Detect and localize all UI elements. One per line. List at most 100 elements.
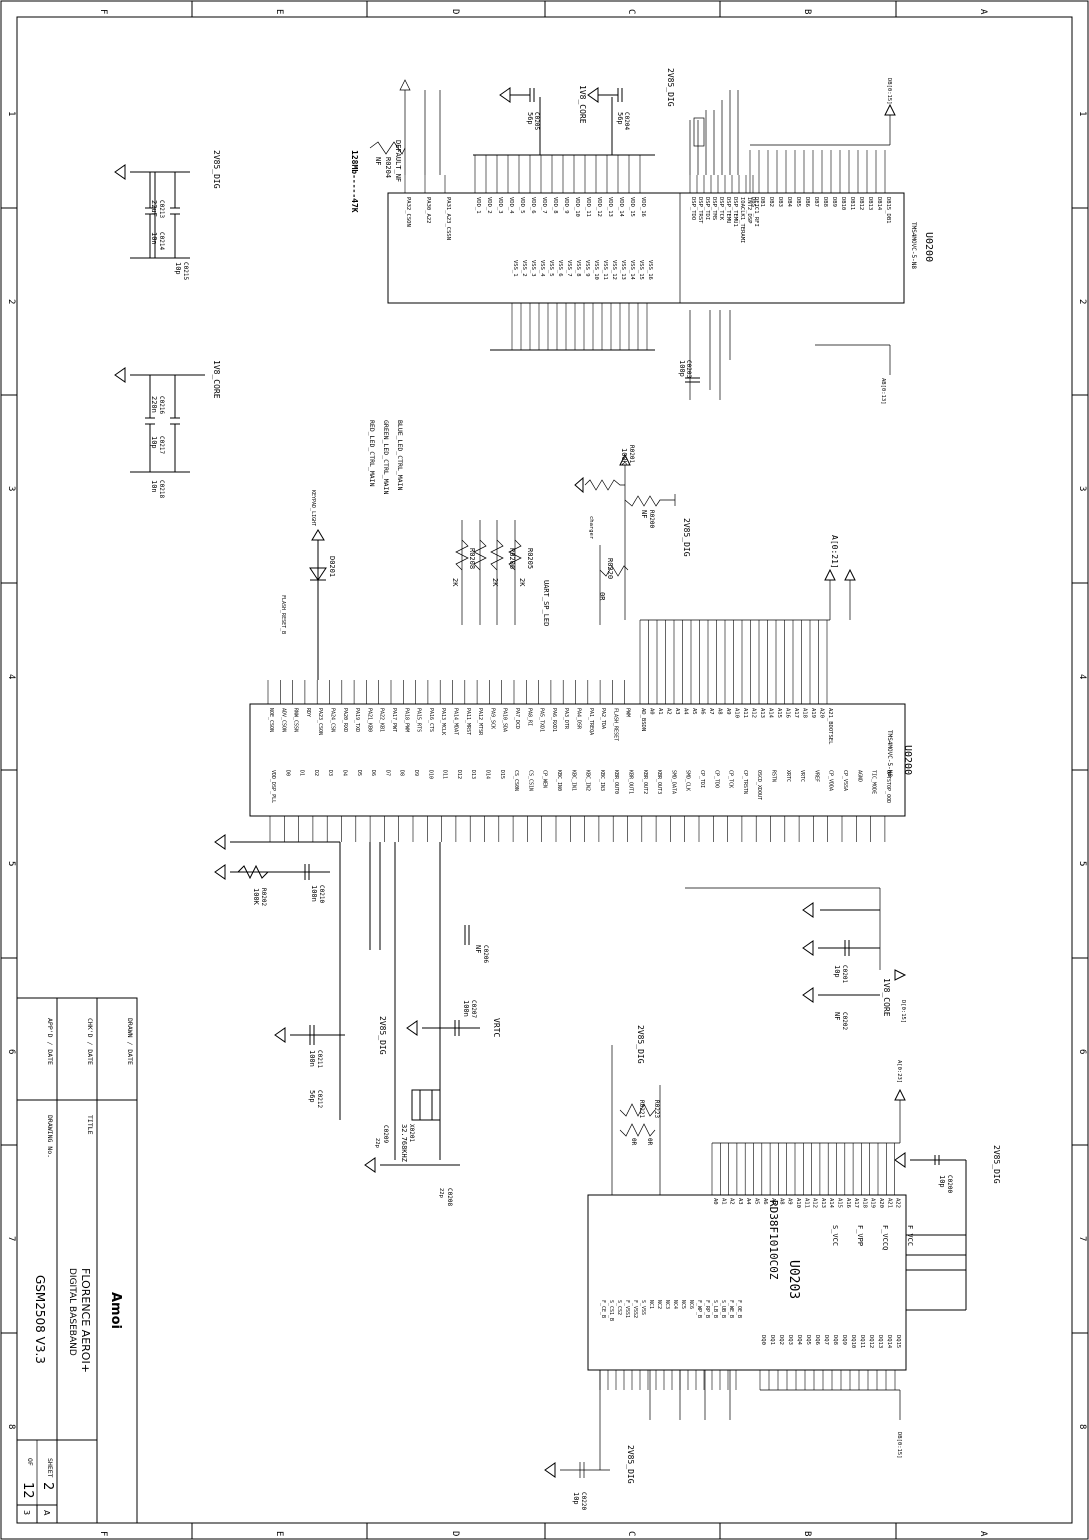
pin-label: DB1: [759, 197, 765, 207]
pin-label: A14: [828, 1198, 834, 1209]
pin-label: CP_TDO: [713, 770, 719, 788]
db-bus-wires: [750, 103, 896, 375]
pin-label: F_CE_B: [600, 1300, 606, 1318]
pin-label: VSS_15: [638, 260, 644, 280]
pin-label: A3: [674, 708, 680, 715]
c0203-val: 100p: [678, 360, 686, 377]
pin-label: DQ0: [760, 1335, 766, 1345]
c0205-val: 56p: [526, 112, 534, 125]
pin-label: VDD_14: [618, 197, 624, 218]
pin-label: DSP_TMS: [711, 197, 717, 220]
pin-label: A21_BOOTSEL: [827, 708, 833, 745]
row-label-1-left: 1: [6, 111, 16, 116]
x0201-ref: X0201: [408, 1124, 415, 1142]
u0200b-refdes: U0200: [902, 745, 913, 775]
pin-label: VSS_14: [629, 260, 635, 281]
pin-label: VDD_16: [640, 197, 646, 217]
c0207-ref: C0207: [470, 1000, 477, 1018]
pin-label: A4: [683, 708, 689, 715]
net-db-bus: DB[0:15]: [896, 1432, 902, 1459]
pin-label: D15: [499, 770, 505, 779]
c0211-val: 100n: [308, 1050, 316, 1067]
a-bus-wires: [640, 568, 856, 621]
pin-label: D7: [384, 770, 390, 776]
pin-label: DQ1: [769, 1335, 775, 1345]
pin-label: VDD_8: [552, 197, 558, 214]
pin-label: NC5: [680, 1300, 686, 1309]
title-block-sheet-label: SHEET: [46, 1458, 54, 1478]
pin-label: PA31_A23_CSSN: [445, 197, 451, 240]
pin-label: A2: [666, 708, 672, 715]
pin-label: VSS_13: [620, 260, 626, 280]
pin-label: VDD_4: [508, 197, 514, 214]
pin-label: DQ3: [787, 1335, 793, 1345]
c0207-val: 100n: [462, 1000, 470, 1017]
net-1v8-core-left: 1V8_CORE: [212, 360, 221, 399]
r0221-r0223: [611, 1045, 661, 1195]
col-label-e-bottom: E: [274, 1531, 284, 1536]
pin-label: VDD_9: [563, 197, 569, 214]
c0200-ref: C0200: [946, 1175, 953, 1193]
pin-label: S_VSS: [640, 1300, 646, 1315]
pin-label: PA6_RXD1: [551, 708, 557, 732]
pin-label: DB3: [777, 197, 783, 207]
row-label-7-right: 7: [1077, 1236, 1087, 1241]
pin-label: SMD_DATA: [670, 770, 676, 794]
pin-label: VDD_15: [629, 197, 635, 217]
ab-bus-label: AB[0:13]: [880, 378, 886, 405]
pin-label: S_CS1_B: [608, 1300, 614, 1321]
c0209-val: 22p: [374, 1138, 380, 1148]
pin-label: DBS: [750, 197, 756, 207]
pin-label: A15: [837, 1198, 843, 1208]
pin-label: VSS_10: [593, 260, 599, 280]
row-label-6-left: 6: [6, 1049, 16, 1054]
c0201-c0202: [802, 902, 880, 1003]
pin-label: SMD_CLK: [685, 770, 691, 791]
pin-label: A19: [870, 1198, 876, 1208]
row-label-3-left: 3: [6, 486, 16, 491]
pin-label: DB2: [768, 197, 774, 207]
r0202-ref: R0202: [260, 888, 267, 906]
pin-label: VSS_16: [647, 260, 653, 280]
default-nf-label: DEFAULT_NF: [394, 140, 402, 182]
r0201-ref: R0201: [628, 445, 635, 463]
pin-label: A10: [734, 708, 740, 718]
pin-label: VSS_8: [575, 260, 581, 277]
c0210-val: 100n: [310, 885, 318, 902]
pin-label: D0: [284, 770, 290, 776]
r0201-r0200-wires: [574, 453, 676, 625]
r0200-val: NF: [640, 510, 648, 518]
c0202-ref: C0202: [841, 1012, 848, 1030]
row-label-6-right: 6: [1077, 1049, 1087, 1054]
net-2v85-dig-r0221: 2V85_DIG: [636, 1025, 645, 1064]
title-block: [16, 997, 138, 1524]
pin-label: PA32_CSON: [405, 197, 411, 227]
pin-label: PA17_PWT: [391, 708, 397, 732]
c0208-val: 22p: [438, 1188, 444, 1198]
pin-label: KBR_OUT1: [628, 770, 634, 794]
pin-label: A5: [691, 708, 697, 715]
c0218-val: 10n: [150, 480, 158, 493]
row-label-2-left: 2: [6, 299, 16, 304]
pin-label: A20: [878, 1198, 884, 1208]
pin-label: F_RP_B: [704, 1300, 710, 1318]
net-2v85-dig-flash: 2V85_DIG: [992, 1145, 1001, 1184]
c0204-val: 56p: [616, 112, 624, 125]
pin-label: A2: [729, 1198, 735, 1205]
pin-label: DQ14: [886, 1335, 892, 1349]
c0206-ref: C0206: [482, 945, 489, 963]
c0203-ref: C0203: [685, 360, 692, 378]
flash-a-bus: [712, 1088, 906, 1420]
pin-label: A13: [759, 708, 765, 718]
pin-label: PA2_TDA: [600, 708, 606, 729]
revision-letter: A: [42, 1510, 51, 1516]
pin-label: PA14_MDAT: [453, 708, 459, 735]
pin-label: VDD_2: [486, 197, 492, 214]
pin-label: A9: [787, 1198, 793, 1205]
pin-label: A11: [803, 1198, 809, 1208]
c0211-ref: C0211: [316, 1050, 323, 1068]
pin-label: AD_BSDN: [640, 708, 646, 731]
pin-label: A7: [770, 1198, 776, 1205]
pin-label: DQ2: [778, 1335, 784, 1345]
